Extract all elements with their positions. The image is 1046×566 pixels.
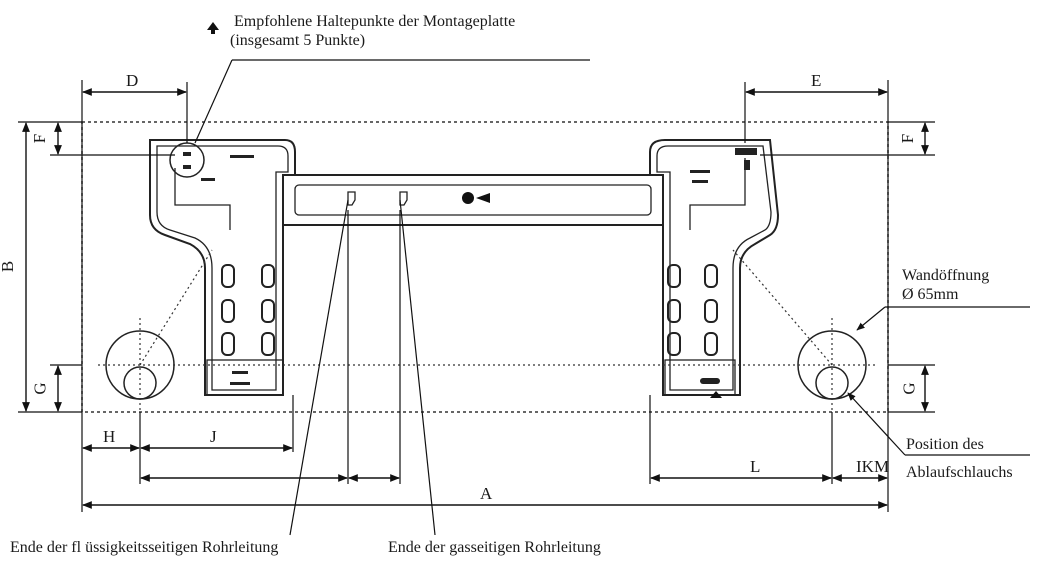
center-rail	[282, 174, 664, 226]
dimension-label-H: H	[103, 427, 116, 446]
wall-opening-label: Wandöffnung	[902, 267, 990, 284]
dimension-label-A: A	[480, 484, 493, 503]
left-bracket	[149, 139, 296, 396]
dimension-label-F-right: F	[898, 133, 918, 144]
mount-points-note-line1: Empfohlene Haltepunkte der Montageplatte	[234, 13, 516, 30]
drop-arrow-icon	[462, 192, 490, 204]
dimension-label-L: L	[750, 457, 761, 476]
arrow-up-icon	[710, 391, 722, 398]
liquid-pipe-end-label: Ende der fl üssigkeitsseitigen Rohrleitu…	[10, 539, 279, 556]
drain-position-label-line2: Ablaufschlauchs	[906, 464, 1013, 481]
dimension-label-G-left: G	[30, 382, 50, 395]
dimension-label-E: E	[811, 71, 822, 90]
mount-points-note-line2: (insgesamt 5 Punkte)	[230, 32, 366, 49]
dimension-label-J: J	[210, 427, 217, 446]
recommended-mount-point-left	[169, 142, 205, 178]
dimension-label-G-right: G	[899, 382, 919, 395]
dimension-label-D: D	[126, 71, 139, 90]
right-bracket	[649, 139, 780, 396]
wall-opening-size: Ø 65mm	[902, 286, 959, 303]
arrow-up-icon	[207, 22, 219, 34]
dimension-label-F-left: F	[30, 133, 50, 144]
dimension-label-IKM: IKM	[856, 457, 890, 476]
drain-position-label-line1: Position des	[906, 436, 984, 453]
gas-pipe-end-label: Ende der gasseitigen Rohrleitung	[388, 539, 601, 556]
dimension-label-B: B	[0, 260, 18, 273]
